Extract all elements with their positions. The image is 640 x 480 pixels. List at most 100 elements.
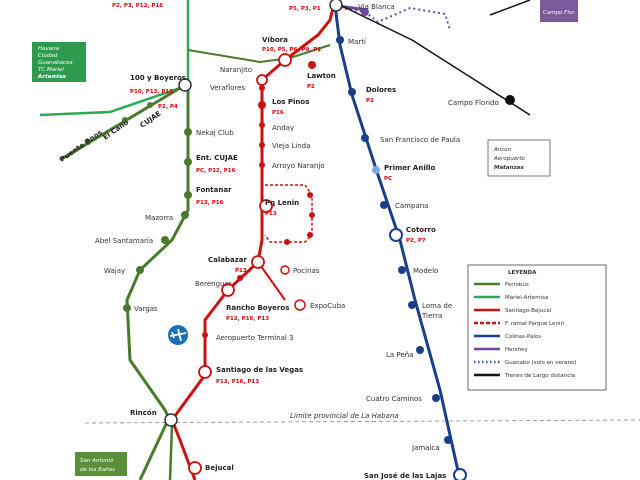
station-modelo[interactable] xyxy=(398,266,406,274)
legend-title: LEYENDA xyxy=(508,270,537,276)
station-dot-cujae[interactable] xyxy=(184,158,192,166)
veraflores-label: Veraflores xyxy=(210,84,245,92)
station-pq-lenin[interactable] xyxy=(259,199,273,213)
station-dot-anday[interactable] xyxy=(259,122,265,128)
anday-label: Anday xyxy=(272,124,294,132)
station-dot-cano[interactable] xyxy=(122,117,128,123)
station-top-transfer[interactable] xyxy=(329,0,343,12)
station-naranjito[interactable] xyxy=(256,74,268,86)
station-dot-aeropuerto[interactable] xyxy=(202,332,208,338)
station-rincon[interactable] xyxy=(164,413,178,427)
station-dot-puente[interactable] xyxy=(85,139,91,145)
dolores-codes: P2 xyxy=(366,98,374,104)
station-loma[interactable] xyxy=(408,301,416,309)
station-dot-vieja[interactable] xyxy=(259,142,265,148)
station-expocuba[interactable] xyxy=(294,299,306,311)
boyeros-label: 100 y Boyeros xyxy=(130,74,186,82)
arroyo-label: Arroyo Naranjo xyxy=(272,162,325,170)
legend-label-1: Mariel-Artemisa xyxy=(505,295,548,301)
cuatro-label: Cuatro Caminos xyxy=(366,395,422,403)
station-cotorro[interactable] xyxy=(389,228,403,242)
box-left: Havana Ciudad Guanabacoa TC Mariel Artem… xyxy=(32,42,86,82)
san-jose-label: San José de las Lajas xyxy=(364,472,446,480)
sfp-label: San Francisco de Paula xyxy=(380,136,460,144)
station-boyeros[interactable] xyxy=(178,78,192,92)
primer-label: Primer Anillo xyxy=(384,164,436,172)
boyeros-codes: P10, P13, P16 xyxy=(130,89,173,95)
primer-codes: PC xyxy=(384,176,392,182)
santiago-label: Santiago de las Vegas xyxy=(216,366,303,374)
station-rancho[interactable] xyxy=(221,283,235,297)
station-dot-nekaj[interactable] xyxy=(184,128,192,136)
boyeros-codes2: P2, P4 xyxy=(158,104,178,110)
box-left-line-1: Havana xyxy=(38,46,60,52)
station-dot-loop-3[interactable] xyxy=(307,232,313,238)
station-vibora[interactable] xyxy=(278,53,292,67)
station-la-pena[interactable] xyxy=(416,346,424,354)
los-pinos-label: Los Pinos xyxy=(272,98,309,106)
station-villa-blanca[interactable] xyxy=(361,8,369,16)
fontanar-label: Fontanar xyxy=(196,186,232,194)
vargas-label: Vargas xyxy=(134,305,158,313)
ferrobus-line xyxy=(125,80,190,426)
station-dot-los-pinos[interactable] xyxy=(258,101,266,109)
expocuba-label: ExpoCuba xyxy=(310,302,345,310)
campo-florido-label: Campo Florido xyxy=(448,99,499,107)
station-campo-florido[interactable] xyxy=(505,95,515,105)
villa-blanca-label: Via Blanca xyxy=(358,3,395,11)
station-dot-fontanar[interactable] xyxy=(184,191,192,199)
station-dot-cujae-w[interactable] xyxy=(147,102,153,108)
pq-lenin-label: Pq Lenin xyxy=(265,199,299,207)
station-dot-wajay[interactable] xyxy=(136,266,144,274)
station-calabazar[interactable] xyxy=(251,255,265,269)
station-san-jose[interactable] xyxy=(453,468,467,480)
station-cuatro[interactable] xyxy=(432,394,440,402)
station-dot-arroyo[interactable] xyxy=(259,162,265,168)
legend-label-2: Santiago-Bejucal xyxy=(505,308,552,314)
wajay-label: Wajay xyxy=(104,267,125,275)
station-santiago[interactable] xyxy=(198,365,212,379)
station-bejucal[interactable] xyxy=(188,461,202,475)
airplane-icon xyxy=(168,325,188,345)
station-dot-loop-2[interactable] xyxy=(309,212,315,218)
lawton-label: Lawton xyxy=(307,72,336,80)
station-dot-loop-4[interactable] xyxy=(284,239,290,245)
station-marti[interactable] xyxy=(336,36,344,44)
naranjito-label: Naranjito xyxy=(220,66,252,74)
station-pocinas[interactable] xyxy=(280,265,290,275)
box-left-line-4: TC Mariel xyxy=(38,67,64,73)
provincial-limit xyxy=(84,419,640,424)
station-dot-loop-1[interactable] xyxy=(307,192,313,198)
rincon-label: Rincón xyxy=(130,409,157,417)
legend-label-3: F. ramal Parque Lenin xyxy=(505,321,564,327)
ferrobus-south xyxy=(138,419,170,480)
box-top-right-text: Campo Flor. Matanzas xyxy=(543,10,604,16)
vieja-label: Vieja Linda xyxy=(272,142,310,150)
legend-label-7: Trenes de Largo distancia xyxy=(504,373,575,379)
station-dot-mazorra[interactable] xyxy=(181,211,189,219)
station-jamaica[interactable] xyxy=(444,436,452,444)
station-dolores[interactable] xyxy=(348,88,356,96)
station-dot-lawton[interactable] xyxy=(308,61,316,69)
station-dot-vargas[interactable] xyxy=(123,304,131,312)
station-dot-berenguer[interactable] xyxy=(237,275,243,281)
legend-label-0: Ferrobús xyxy=(505,281,529,288)
santiago-branch xyxy=(257,261,286,301)
station-dot-sfp[interactable] xyxy=(361,134,369,142)
jamaica-label: Jamaica xyxy=(411,444,440,452)
station-primer-anillo[interactable] xyxy=(372,166,380,174)
cujae-ent-label: Ent. CUJAE xyxy=(196,154,238,162)
station-dot-veraflores[interactable] xyxy=(259,85,265,91)
station-campana[interactable] xyxy=(380,201,388,209)
vibora-label: Víbora xyxy=(262,36,288,44)
ferrobus-east xyxy=(187,44,331,64)
box-mid-right-3: Matanzas xyxy=(494,165,524,171)
box-left-line-2: Ciudad xyxy=(38,53,58,59)
ferrobus-south-2 xyxy=(168,424,174,480)
station-dot-abel[interactable] xyxy=(161,236,169,244)
loma2-label: Tierra xyxy=(421,312,442,320)
legend: LEYENDA FerrobúsMariel-ArtemisaSantiago-… xyxy=(467,264,607,391)
mazorra-label: Mazorra xyxy=(145,214,173,222)
marti-label: Martí xyxy=(348,38,367,46)
legend-label-6: Guanabo (solo en verano) xyxy=(505,360,576,366)
